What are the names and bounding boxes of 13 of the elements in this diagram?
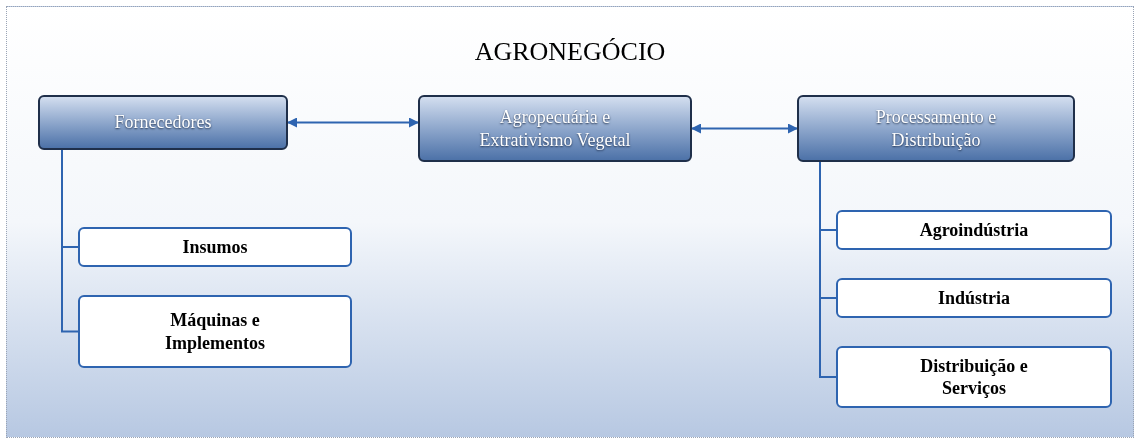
category-box: Fornecedores bbox=[38, 95, 288, 150]
title: AGRONEGÓCIO bbox=[473, 36, 667, 68]
item-box: Indústria bbox=[836, 278, 1112, 318]
item-box: Máquinas e Implementos bbox=[78, 295, 352, 368]
connector-line bbox=[61, 149, 79, 333]
category-box: Agropecuária e Extrativismo Vegetal bbox=[418, 95, 692, 162]
item-box: Insumos bbox=[78, 227, 352, 267]
connector-line bbox=[819, 161, 837, 378]
category-box: Processamento e Distribuição bbox=[797, 95, 1075, 162]
item-box: Agroindústria bbox=[836, 210, 1112, 250]
double-arrow bbox=[691, 123, 798, 134]
double-arrow bbox=[287, 117, 419, 128]
item-box: Distribuição e Serviços bbox=[836, 346, 1112, 408]
